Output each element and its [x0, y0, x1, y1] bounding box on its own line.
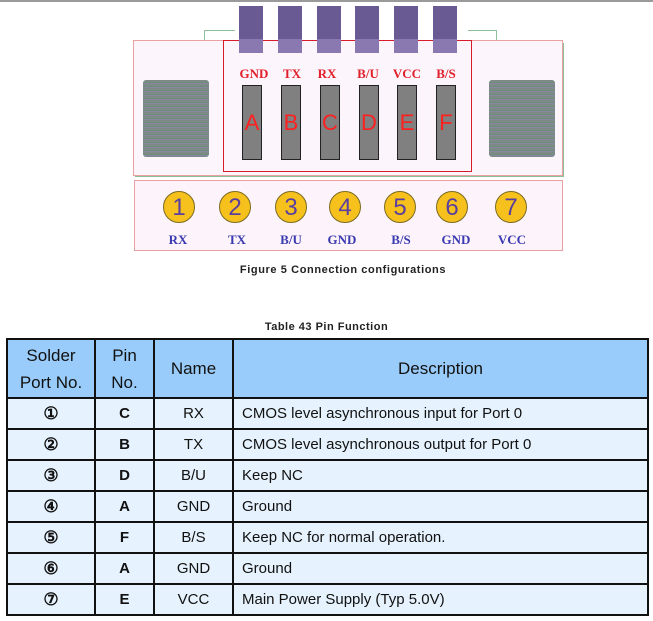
pin-letter: F [439, 110, 453, 135]
pin-signal-label: RX [317, 66, 337, 81]
solder-port-label: B/U [280, 232, 302, 247]
cell-name: VCC [153, 583, 234, 616]
cell-port: ③ [6, 459, 96, 492]
pin-signal-label: B/U [357, 66, 379, 81]
solder-port-label: RX [168, 232, 188, 247]
pin-area-outline [223, 40, 472, 172]
cell-port: ⑥ [6, 552, 96, 585]
cell-name: GND [153, 552, 234, 585]
solder-port-label: GND [327, 232, 357, 247]
pin-letter: C [322, 110, 338, 135]
cell-name: B/U [153, 459, 234, 492]
cell-description: Keep NC for normal operation. [232, 521, 649, 554]
header-name: Name [153, 338, 234, 399]
page-top-border [0, 0, 653, 2]
contact-tab [239, 6, 263, 53]
solder-port-label: TX [227, 232, 247, 247]
header-solder-port: Solder Port No. [6, 338, 96, 399]
table-row: ⑦ E VCC Main Power Supply (Typ 5.0V) [6, 583, 649, 616]
cell-pin: A [94, 490, 155, 523]
pin-contact [281, 85, 301, 160]
contact-tab [355, 6, 379, 53]
pin-letter: E [399, 110, 415, 135]
pin-contact [242, 85, 262, 160]
figure-caption: Figure 5 Connection configurations [239, 264, 447, 276]
pin-contact [359, 85, 379, 160]
pin-letter: B [283, 110, 299, 135]
contact-tab [317, 6, 341, 53]
cell-pin: E [94, 583, 155, 616]
pin-contact [436, 85, 456, 160]
solder-port-label: GND [441, 232, 471, 247]
pin-signal-label: GND [239, 66, 269, 81]
table-row: ⑥ A GND Ground [6, 552, 649, 585]
solder-port-circle: 1 [163, 191, 195, 223]
solder-port-circle: 2 [219, 191, 251, 223]
cell-port: ④ [6, 490, 96, 523]
cell-name: B/S [153, 521, 234, 554]
table-row: ② B TX CMOS level asynchronous output fo… [6, 428, 649, 461]
pin-contact [397, 85, 417, 160]
header-pin-no: Pin No. [94, 338, 155, 399]
solder-port-circle: 4 [329, 191, 361, 223]
table-row: ① C RX CMOS level asynchronous input for… [6, 397, 649, 430]
pin-signal-label: VCC [392, 66, 422, 81]
connector-diagram: GND TX RX B/U VCC B/S A B C D E F 1 2 3 … [0, 0, 653, 260]
cell-port: ⑦ [6, 583, 96, 616]
contact-tab [433, 6, 457, 53]
cell-description: CMOS level asynchronous input for Port 0 [232, 397, 649, 430]
cell-description: Keep NC [232, 459, 649, 492]
cell-pin: B [94, 428, 155, 461]
cell-pin: C [94, 397, 155, 430]
outline-stub-left [204, 30, 235, 43]
table-row: ③ D B/U Keep NC [6, 459, 649, 492]
table-row: ④ A GND Ground [6, 490, 649, 523]
solder-port-circle: 3 [275, 191, 307, 223]
table-header-row: Solder Port No. Pin No. Name Description [6, 338, 649, 399]
cell-description: CMOS level asynchronous output for Port … [232, 428, 649, 461]
table-caption: Table 43 Pin Function [264, 321, 389, 333]
cell-port: ⑤ [6, 521, 96, 554]
header-text: No. [111, 372, 138, 392]
cell-pin: A [94, 552, 155, 585]
header-text: Port No. [19, 372, 83, 392]
solder-port-circle: 6 [436, 191, 468, 223]
table-row: ⑤ F B/S Keep NC for normal operation. [6, 521, 649, 554]
cell-port: ② [6, 428, 96, 461]
cell-name: RX [153, 397, 234, 430]
solder-port-circle: 7 [495, 191, 527, 223]
cell-description: Ground [232, 552, 649, 585]
cell-name: GND [153, 490, 234, 523]
header-text: Pin [112, 345, 137, 365]
solder-port-label: VCC [497, 232, 527, 247]
header-text: Solder [26, 345, 76, 365]
cell-description: Ground [232, 490, 649, 523]
pin-signal-label: B/S [436, 66, 456, 81]
pin-function-table: Solder Port No. Pin No. Name Description… [6, 338, 649, 616]
cell-port: ① [6, 397, 96, 430]
mounting-pad-left [143, 80, 209, 157]
contact-tab [394, 6, 418, 53]
cell-pin: F [94, 521, 155, 554]
cell-description: Main Power Supply (Typ 5.0V) [232, 583, 649, 616]
pin-contact [320, 85, 340, 160]
mounting-pad-right [489, 80, 555, 157]
pin-signal-label: TX [282, 66, 302, 81]
contact-tab [278, 6, 302, 53]
header-description: Description [232, 338, 649, 399]
solder-port-circle: 5 [384, 191, 416, 223]
connector-outline [135, 43, 564, 177]
pin-letter: A [244, 110, 260, 135]
outline-stub-right [468, 30, 497, 43]
cell-pin: D [94, 459, 155, 492]
cell-name: TX [153, 428, 234, 461]
pin-letter: D [361, 110, 377, 135]
solder-port-label: B/S [391, 232, 411, 247]
